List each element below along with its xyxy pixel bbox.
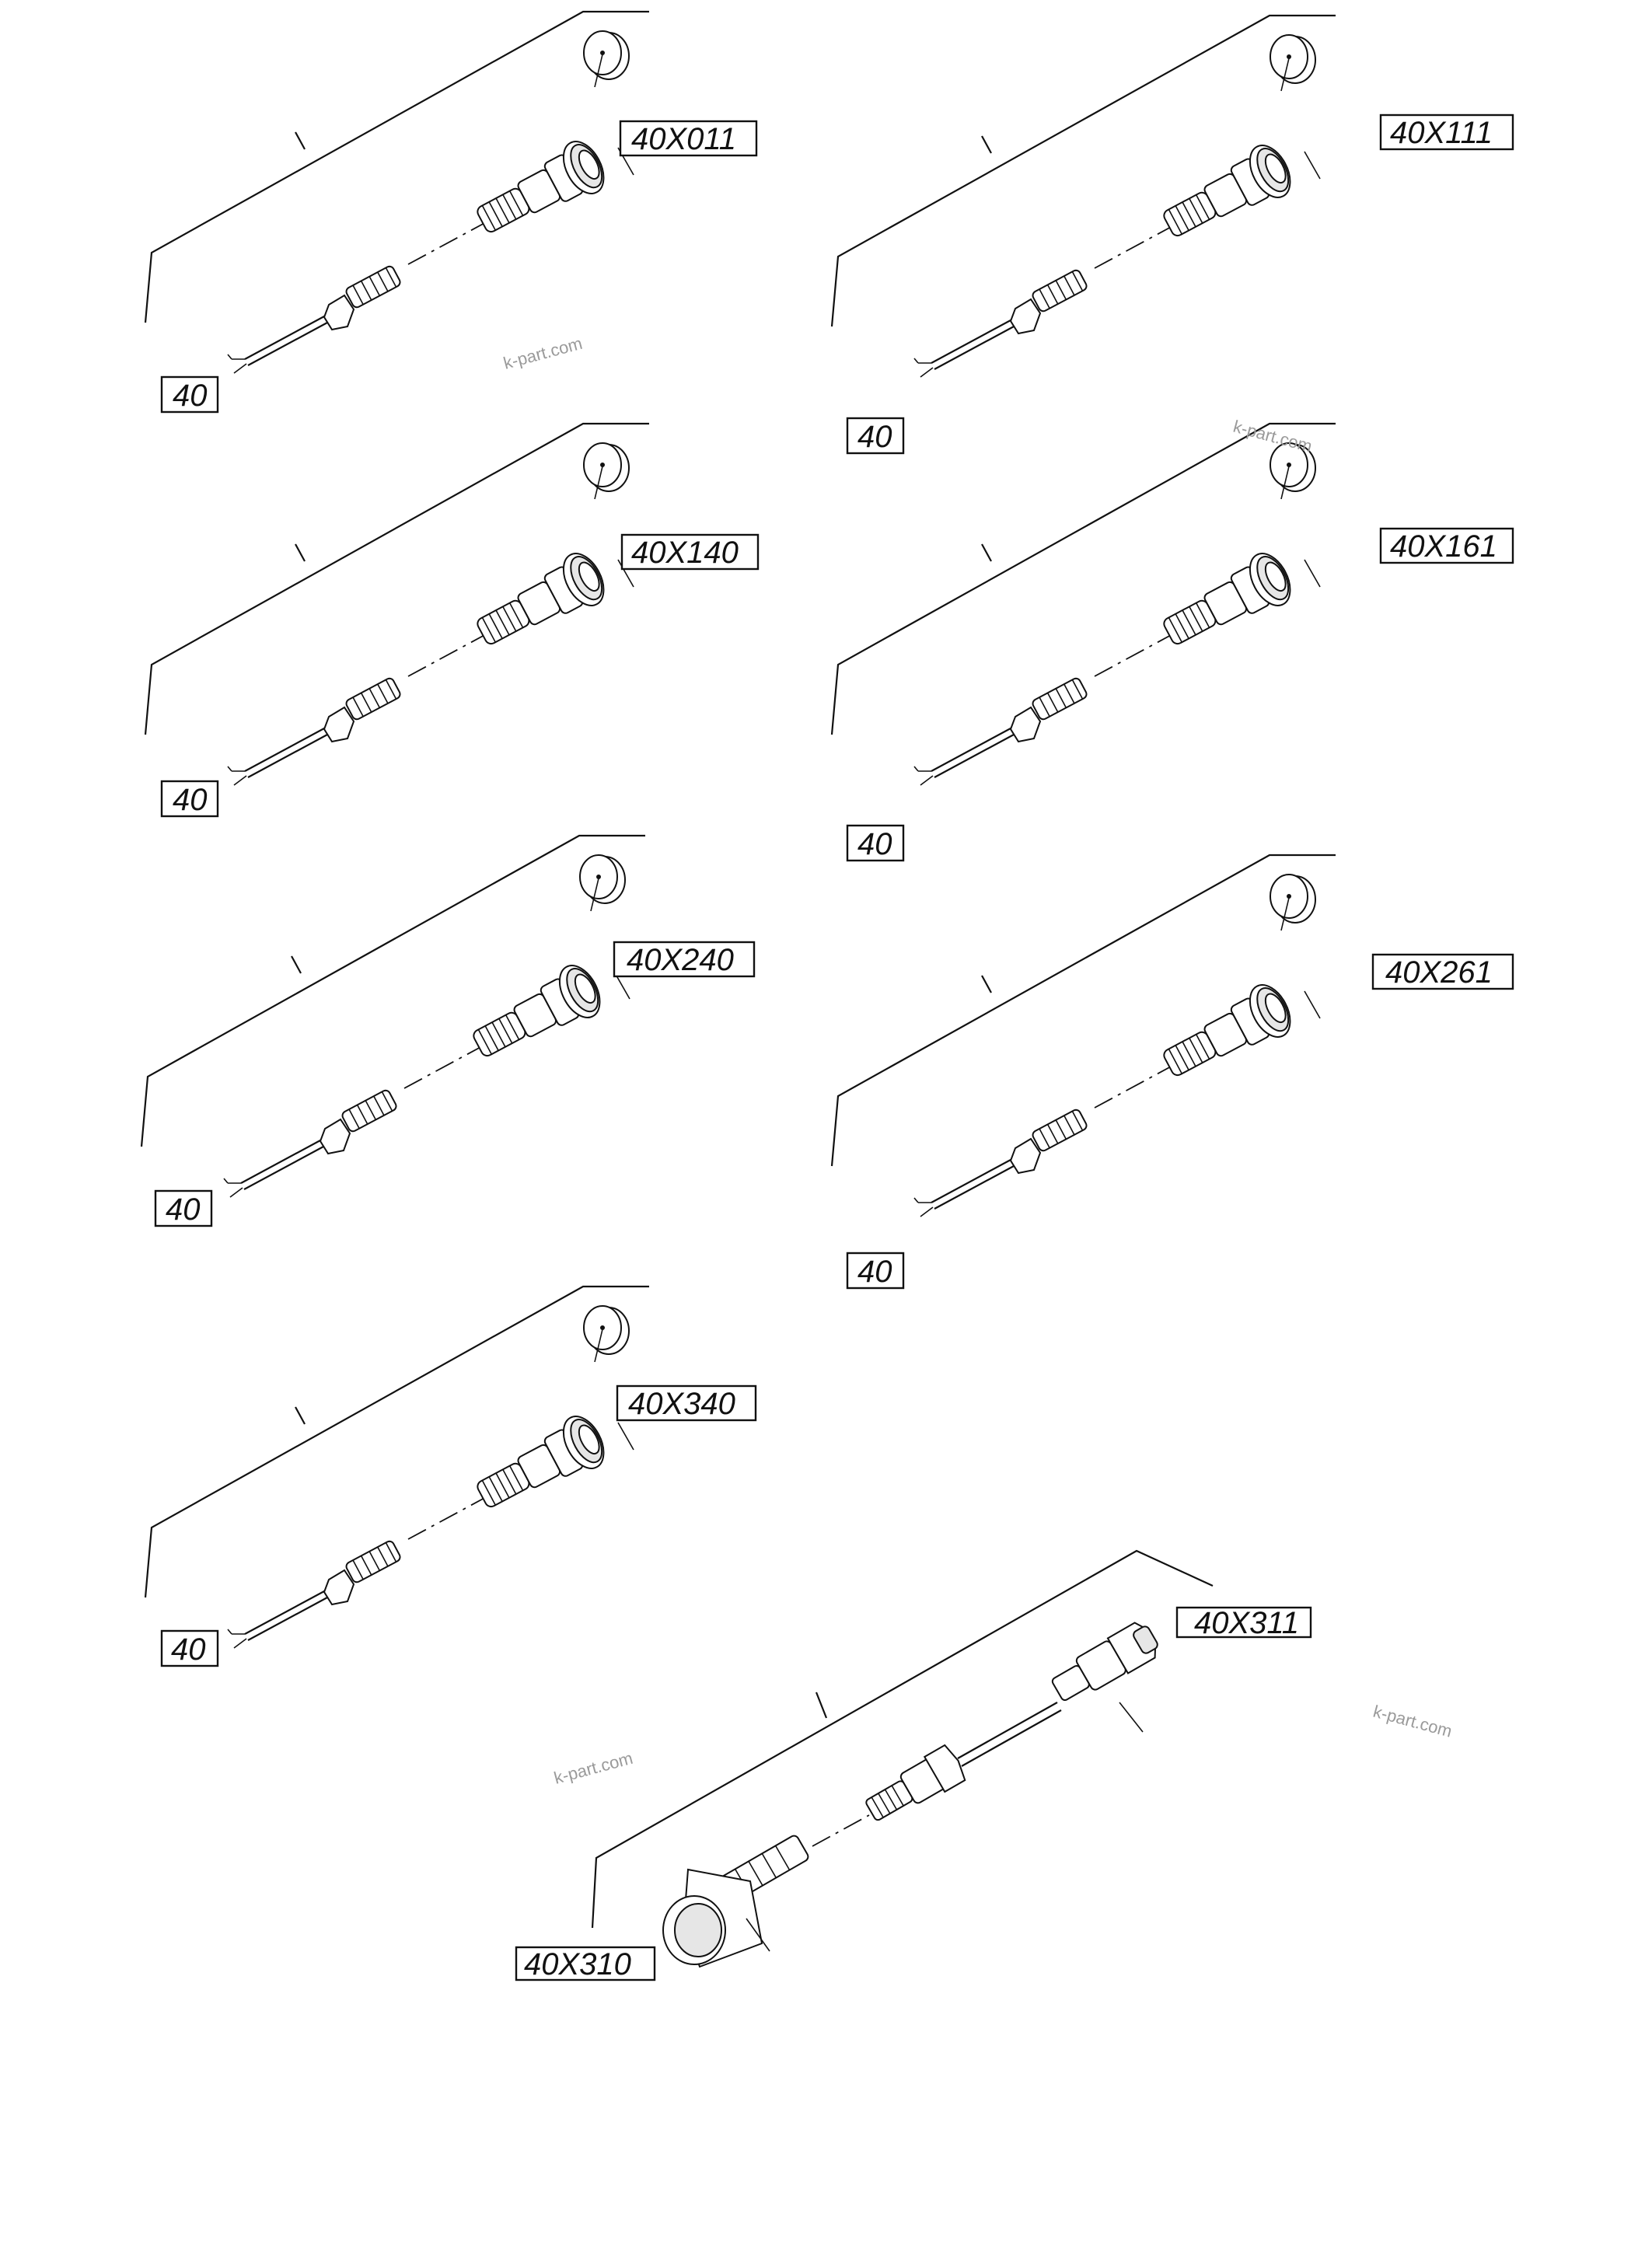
ref-box <box>846 417 905 455</box>
part-code-label: 40X011 <box>631 122 736 156</box>
watermark: k-part.com <box>1371 1702 1455 1741</box>
assembly-group-4: 40X161 40 <box>830 422 1514 862</box>
assembly-group-1: 40X011 40 <box>144 10 758 414</box>
assembly-group-2: 40X111 40 <box>830 14 1514 455</box>
part-code-label-bottom: 40X310 <box>524 1947 631 1981</box>
code-box <box>619 120 758 157</box>
ref-label: 40 <box>857 420 892 454</box>
ref-box <box>160 375 219 414</box>
code-box <box>1379 113 1514 151</box>
part-code-label-top: 40X311 <box>1194 1606 1299 1640</box>
ref-box <box>160 780 219 818</box>
part-code-label: 40X111 <box>1390 116 1493 150</box>
code-box-top <box>1175 1606 1312 1639</box>
assembly-group-bottom: 40X311 40X310 <box>515 1549 1312 1981</box>
assembly-group-3: 40X140 40 <box>144 422 760 818</box>
part-code-label: 40X240 <box>627 943 734 977</box>
code-box-bottom <box>515 1946 656 1981</box>
code-box <box>613 941 756 978</box>
ref-label: 40 <box>171 1632 206 1667</box>
part-code-label: 40X140 <box>631 536 739 570</box>
code-box <box>616 1384 757 1422</box>
ref-label: 40 <box>857 1255 892 1289</box>
ref-label: 40 <box>166 1192 201 1227</box>
ref-box <box>846 1252 905 1290</box>
ref-box <box>846 824 905 862</box>
ref-box <box>160 1629 219 1667</box>
part-code-label: 40X340 <box>628 1387 735 1421</box>
assembly-group-7: 40X340 40 <box>144 1285 757 1667</box>
code-box <box>620 533 760 571</box>
code-box <box>1371 953 1514 990</box>
assembly-group-6: 40X261 40 <box>830 854 1514 1290</box>
code-box <box>1379 527 1514 564</box>
assembly-group-5: 40X240 40 <box>140 834 756 1227</box>
watermark: k-part.com <box>552 1748 635 1788</box>
part-code-label: 40X261 <box>1385 955 1493 990</box>
ref-label: 40 <box>173 379 208 413</box>
watermark: k-part.com <box>501 333 585 373</box>
watermark: k-part.com <box>1231 417 1315 456</box>
ref-label: 40 <box>173 783 208 817</box>
ref-box <box>154 1189 213 1227</box>
ref-label: 40 <box>857 827 892 861</box>
part-code-label: 40X161 <box>1390 529 1497 564</box>
